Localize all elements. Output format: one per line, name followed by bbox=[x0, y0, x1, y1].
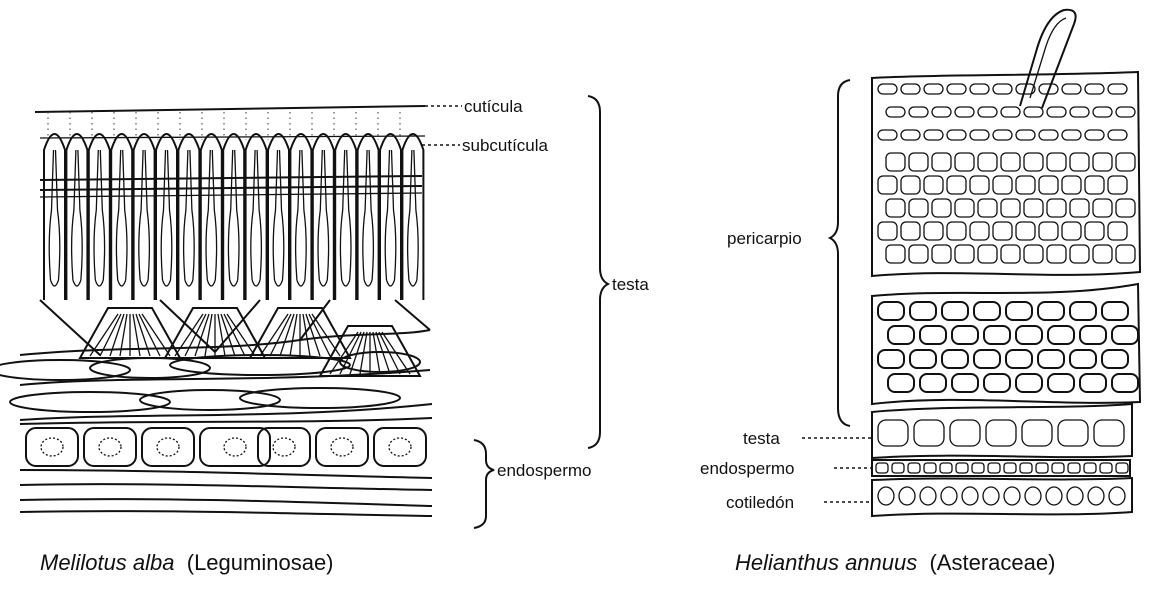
left-caption-family: (Leguminosae) bbox=[187, 550, 334, 575]
cuticula-label: cutícula bbox=[464, 97, 523, 116]
endospermo-brace bbox=[474, 440, 494, 528]
testa-brace bbox=[588, 96, 608, 448]
right-caption-family: (Asteraceae) bbox=[929, 550, 1055, 575]
left-caption-species: Melilotus alba bbox=[40, 550, 175, 575]
endospermo-right-label: endospermo bbox=[700, 459, 795, 478]
testa-right-label: testa bbox=[743, 429, 780, 448]
helianthus-cross-section bbox=[872, 10, 1140, 516]
testa-label: testa bbox=[612, 275, 649, 294]
pericarpio-label: pericarpio bbox=[727, 229, 802, 248]
endospermo-label: endospermo bbox=[497, 461, 592, 480]
right-caption-species: Helianthus annuus bbox=[735, 550, 917, 575]
cotiledon-label: cotiledón bbox=[726, 493, 794, 512]
subcuticula-label: subcutícula bbox=[462, 136, 549, 155]
left-caption: Melilotus alba (Leguminosae) bbox=[40, 550, 334, 576]
melilotus-cross-section bbox=[0, 106, 432, 516]
pericarpio-brace bbox=[830, 80, 850, 426]
right-caption: Helianthus annuus (Asteraceae) bbox=[735, 550, 1055, 576]
